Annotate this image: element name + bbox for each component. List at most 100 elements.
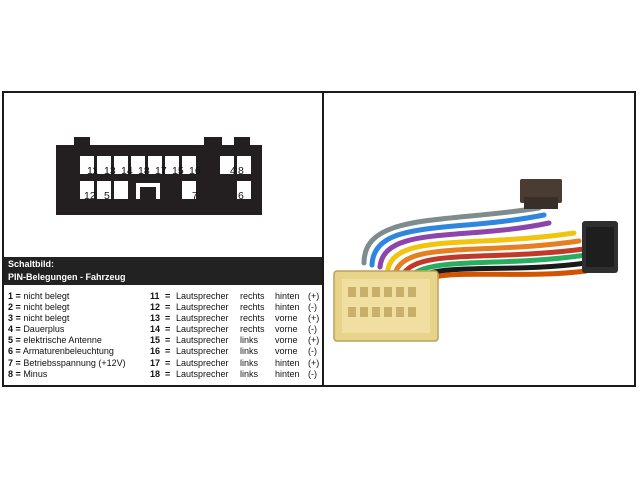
- pin-row: 2 = nicht belegt: [8, 302, 148, 313]
- pin-row: 15 = Lautsprecher links vorne (+): [150, 335, 320, 346]
- pin-position: hinten: [275, 368, 300, 379]
- pin-row: 1 = nicht belegt: [8, 291, 148, 302]
- pin-label: 13: [104, 165, 116, 177]
- panel-divider: [322, 93, 324, 385]
- pin-description: Minus: [23, 368, 48, 379]
- pin-number: 16: [150, 346, 161, 357]
- pin-number: 13: [150, 313, 161, 324]
- pin-side: rechts: [240, 302, 265, 313]
- pin-polarity: (-): [308, 324, 317, 335]
- iso-plug-upper: [520, 179, 562, 209]
- pin-polarity: (-): [308, 346, 317, 357]
- pin-number: 12: [150, 302, 161, 313]
- pin-side: rechts: [240, 324, 265, 335]
- pin-label: 14: [121, 165, 133, 177]
- eq-sign: =: [15, 313, 21, 324]
- pin-row: 3 = nicht belegt: [8, 313, 148, 324]
- pin-description: nicht belegt: [23, 313, 70, 324]
- eq-sign: =: [165, 291, 171, 301]
- pin-label: 11: [87, 165, 98, 177]
- eq-sign: =: [165, 357, 171, 368]
- pin-number: 18: [150, 368, 161, 379]
- pin-description: Dauerplus: [23, 324, 65, 335]
- pin-description: Lautsprecher: [176, 313, 229, 324]
- vehicle-connector-yellow: [333, 270, 439, 342]
- pin-list-left: 1 = nicht belegt 2 = nicht belegt 3 = ni…: [8, 291, 148, 380]
- pin-row: 13 = Lautsprecher rechts vorne (+): [150, 313, 320, 324]
- eq-sign: =: [165, 302, 171, 313]
- pin-row: 6 = Armaturenbeleuchtung: [8, 346, 148, 357]
- pin-position: hinten: [275, 302, 300, 313]
- pin-number: 1: [8, 291, 14, 301]
- eq-sign: =: [15, 346, 21, 357]
- connector-face-diagram: [56, 137, 262, 215]
- pin-side: rechts: [240, 313, 265, 324]
- pin-position: hinten: [275, 357, 300, 368]
- pin-number: 17: [150, 357, 161, 368]
- pin-position: vorne: [275, 346, 298, 357]
- header-title: Schaltbild:: [8, 259, 55, 269]
- pin-row: 4 = Dauerplus: [8, 324, 148, 335]
- pin-description: Armaturenbeleuchtung: [22, 346, 114, 357]
- pin-row: 8 = Minus: [8, 369, 148, 380]
- pin-row: 18= Lautsprecher links hinten (-): [150, 369, 320, 380]
- pin-label: 18: [138, 165, 150, 177]
- pin-list-right: 11 = Lautsprecher rechts hinten (+) 12 = L…: [150, 291, 320, 380]
- pin-side: links: [240, 357, 259, 368]
- pin-polarity: (+): [308, 291, 320, 301]
- pin-number: 11: [150, 291, 160, 301]
- pin-polarity: (+): [308, 313, 320, 324]
- pin-description: Lautsprecher: [176, 368, 229, 379]
- pin-description: Lautsprecher: [176, 346, 229, 357]
- eq-sign: =: [15, 357, 21, 368]
- pin-position: vorne: [275, 335, 298, 346]
- connector-key-notch: [136, 183, 160, 199]
- eq-sign: =: [15, 335, 21, 346]
- pin-cells-top: [80, 156, 251, 174]
- pin-row: 12= Lautsprecher rechts hinten (-): [150, 302, 320, 313]
- pin-label: 5: [104, 190, 110, 202]
- adapter-photo-panel: [324, 93, 634, 385]
- pin-label: 17: [155, 165, 167, 177]
- pin-row: 5 = elektrische Antenne: [8, 335, 148, 346]
- pin-description: nicht belegt: [23, 302, 70, 313]
- pin-label: 7: [192, 190, 198, 202]
- pin-label: 16: [189, 165, 201, 177]
- pin-cells-bottom: [80, 181, 251, 199]
- pin-side: links: [240, 368, 259, 379]
- pinout-panel: 11 13 14 18 17 15 16 4 8 12 5 7 6 Schalt…: [4, 93, 322, 385]
- pin-row: 11= Lautsprecher rechts hinten (+): [150, 291, 320, 302]
- header-subtitle: PIN-Belegungen - Fahrzeug: [8, 272, 126, 282]
- eq-sign: =: [15, 291, 21, 301]
- eq-sign: =: [15, 324, 21, 335]
- pin-label: 12: [84, 190, 96, 202]
- pin-description: Lautsprecher: [176, 291, 229, 301]
- pin-label: 4: [230, 165, 236, 177]
- pin-position: vorne: [275, 324, 298, 335]
- pin-number: 14: [150, 324, 161, 335]
- eq-sign: =: [165, 346, 171, 357]
- pin-position: vorne: [275, 313, 298, 324]
- pin-polarity: (+): [308, 335, 320, 346]
- pin-description: Lautsprecher: [176, 357, 229, 368]
- pin-number: 2: [8, 302, 14, 313]
- pin-number: 15: [150, 335, 161, 346]
- pin-polarity: (-): [308, 302, 317, 313]
- pin-number: 8: [8, 368, 14, 379]
- pin-description: Lautsprecher: [176, 335, 229, 346]
- pin-description: Lautsprecher: [176, 324, 229, 335]
- eq-sign: =: [165, 313, 171, 324]
- pinout-header: Schaltbild: PIN-Belegungen - Fahrzeug: [4, 257, 322, 285]
- eq-sign: =: [165, 324, 171, 335]
- pin-row: 14 = Lautsprecher rechts vorne (-): [150, 324, 320, 335]
- eq-sign: =: [15, 302, 21, 313]
- pin-side: links: [240, 335, 259, 346]
- pin-label: 6: [238, 190, 244, 202]
- eq-sign: =: [165, 368, 171, 379]
- pin-label: 15: [172, 165, 184, 177]
- pin-number: 3: [8, 313, 14, 324]
- pin-number: 7: [8, 357, 14, 368]
- pin-label: 8: [238, 165, 244, 177]
- eq-sign: =: [165, 335, 171, 346]
- pin-description: elektrische Antenne: [23, 335, 102, 346]
